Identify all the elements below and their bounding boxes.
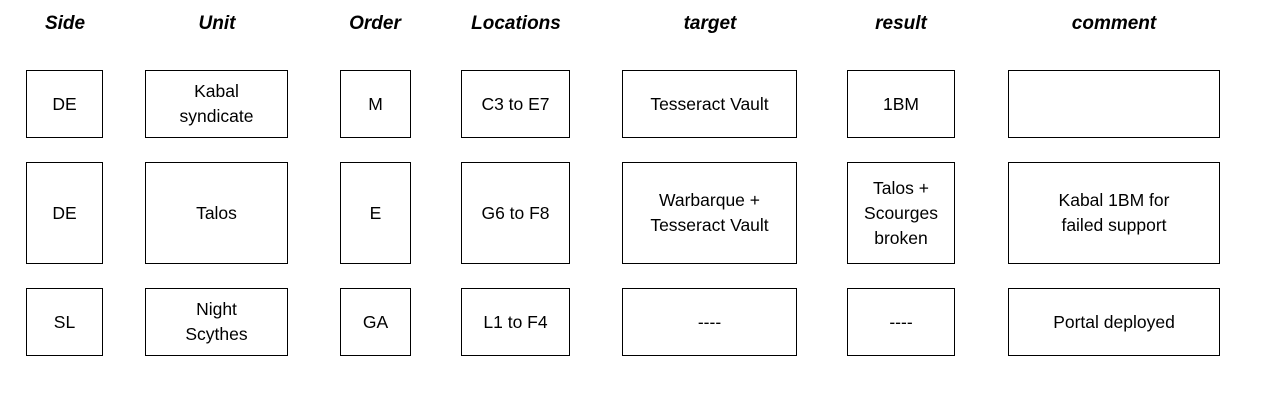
cell-target[interactable]: ----	[622, 288, 797, 356]
cell-text: C3 to E7	[481, 93, 550, 114]
cell-text: ----	[889, 311, 913, 332]
cell-comment[interactable]: Portal deployed	[1008, 288, 1220, 356]
cell-text: DE	[52, 93, 77, 114]
column-header-order: Order	[349, 13, 401, 34]
column-header-target: target	[683, 13, 737, 34]
cell-result[interactable]: 1BM	[847, 70, 955, 138]
cell-result[interactable]: ----	[847, 288, 955, 356]
cell-comment[interactable]: Kabal 1BM for failed support	[1008, 162, 1220, 264]
column-header-unit: Unit	[198, 13, 236, 34]
cell-result[interactable]: Talos + Scourges broken	[847, 162, 955, 264]
column-header-comment: comment	[1071, 13, 1157, 34]
cell-text: L1 to F4	[483, 311, 548, 332]
cell-comment[interactable]	[1008, 70, 1220, 138]
cell-target[interactable]: Warbarque + Tesseract Vault	[622, 162, 797, 264]
cell-text: Talos + Scourges broken	[864, 177, 938, 248]
cell-text: Warbarque + Tesseract Vault	[650, 190, 769, 235]
cell-order[interactable]: M	[340, 70, 411, 138]
cell-target[interactable]: Tesseract Vault	[622, 70, 797, 138]
cell-order[interactable]: GA	[340, 288, 411, 356]
column-header-side: Side	[44, 13, 86, 34]
cell-text: Kabal 1BM for failed support	[1058, 190, 1170, 235]
column-header-result: result	[875, 13, 927, 34]
cell-locations[interactable]: C3 to E7	[461, 70, 570, 138]
column-header-locations: Locations	[471, 13, 561, 34]
cell-text: 1BM	[883, 93, 919, 114]
cell-text: SL	[53, 311, 76, 332]
cell-locations[interactable]: L1 to F4	[461, 288, 570, 356]
cell-locations[interactable]: G6 to F8	[461, 162, 570, 264]
cell-text: ----	[697, 311, 722, 332]
cell-text: Tesseract Vault	[650, 93, 769, 114]
cell-unit[interactable]: Kabal syndicate	[145, 70, 288, 138]
cell-text: GA	[362, 311, 389, 332]
cell-side[interactable]: DE	[26, 162, 103, 264]
cell-text: DE	[52, 202, 77, 223]
cell-unit[interactable]: Talos	[145, 162, 288, 264]
cell-text: G6 to F8	[481, 202, 550, 223]
cell-text: E	[369, 202, 382, 223]
cell-text: Portal deployed	[1053, 311, 1175, 332]
cell-order[interactable]: E	[340, 162, 411, 264]
cell-unit[interactable]: Night Scythes	[145, 288, 288, 356]
cell-text: Talos	[196, 202, 237, 223]
cell-text: Kabal syndicate	[179, 81, 254, 126]
cell-side[interactable]: SL	[26, 288, 103, 356]
cell-text	[1012, 104, 1216, 105]
cell-side[interactable]: DE	[26, 70, 103, 138]
cell-text: Night Scythes	[185, 299, 248, 344]
cell-text: M	[368, 93, 383, 114]
